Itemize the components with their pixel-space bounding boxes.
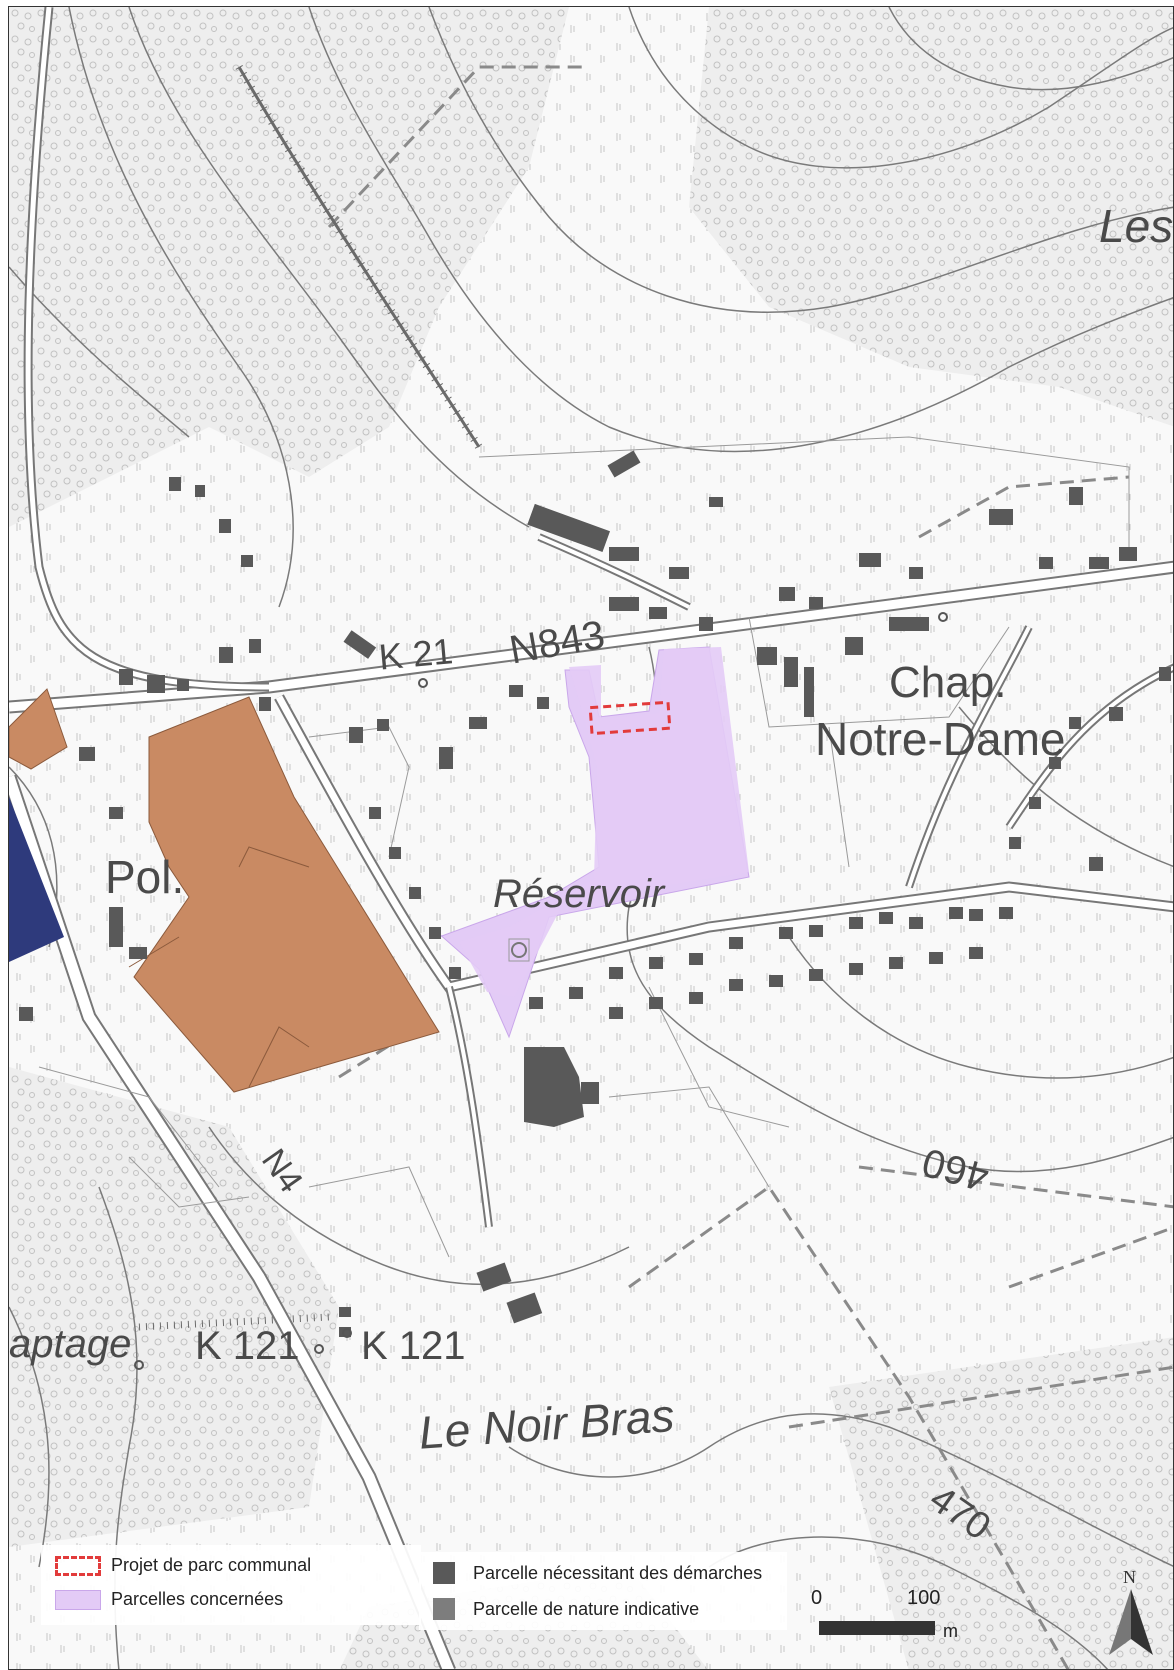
blue-parcel bbox=[9, 797, 64, 962]
label-k21: K 21 bbox=[377, 630, 454, 677]
legend-item-parcelle-demarches: Parcelle nécessitant des démarches bbox=[433, 1562, 762, 1584]
label-pol: Pol. bbox=[105, 851, 184, 903]
legend-label-parcelle-demarches: Parcelle nécessitant des démarches bbox=[473, 1562, 763, 1583]
legend-item-parcelle-indicative: Parcelle de nature indicative bbox=[433, 1598, 699, 1620]
scale-bar-graphic bbox=[819, 1621, 935, 1635]
survey-point-k121-left-icon bbox=[314, 1344, 324, 1354]
reservoir-symbol-icon bbox=[511, 942, 527, 958]
legend-swatch-violet bbox=[55, 1589, 101, 1610]
label-captage: aptage bbox=[9, 1322, 131, 1366]
legend-swatch-dashed-red bbox=[55, 1555, 101, 1576]
label-k121-left: K 121 bbox=[195, 1324, 300, 1368]
brown-parcel-subdivisions bbox=[128, 846, 310, 1088]
map-frame: Les N843 K 21 Chap. Notre-Dame Pol. Rése… bbox=[8, 6, 1174, 1670]
label-chap: Chap. bbox=[889, 658, 1006, 707]
railway bbox=[237, 66, 481, 448]
legend-label-parcelles-concernees: Parcelles concernées bbox=[111, 1589, 284, 1609]
legend-item-parcelles-concernees: Parcelles concernées bbox=[55, 1589, 283, 1610]
north-label: N bbox=[1123, 1567, 1136, 1587]
forest-area-southwest bbox=[9, 1067, 339, 1547]
scale-unit-label: m bbox=[943, 1621, 958, 1641]
legend-right: Parcelle nécessitant des démarches Parce… bbox=[419, 1552, 787, 1630]
roads bbox=[9, 7, 1173, 1669]
survey-point-k21-icon bbox=[418, 678, 428, 688]
buildings bbox=[19, 450, 1171, 1337]
legend-item-projet-parc: Projet de parc communal bbox=[55, 1555, 311, 1576]
forest-area-southeast bbox=[829, 1337, 1173, 1669]
projet-parc-communal-outline[interactable] bbox=[588, 700, 672, 736]
label-reservoir: Réservoir bbox=[493, 872, 666, 916]
legend-swatch-dark-grey bbox=[433, 1562, 455, 1584]
north-arrow: N bbox=[1107, 1567, 1167, 1657]
contour-lines bbox=[9, 7, 1173, 1669]
parcelles-concernees-fill bbox=[459, 647, 749, 997]
survey-point-k121-right-icon bbox=[342, 1328, 352, 1338]
brown-parcel-large bbox=[133, 696, 440, 1093]
label-k121-right: K 121 bbox=[361, 1324, 466, 1368]
captage-point-icon bbox=[134, 1360, 144, 1370]
legend-swatch-grey bbox=[433, 1598, 455, 1620]
legend-label-parcelle-indicative: Parcelle de nature indicative bbox=[473, 1598, 700, 1619]
forest-area-northwest bbox=[9, 7, 569, 527]
label-notre-dame: Notre-Dame bbox=[815, 713, 1066, 765]
scale-hundred-label: 100 bbox=[907, 1587, 941, 1609]
reservoir-outline bbox=[508, 938, 530, 962]
label-les: Les bbox=[1099, 200, 1173, 252]
forest-area-northeast bbox=[689, 7, 1173, 427]
legend-left: Projet de parc communal Parcelles concer… bbox=[41, 1545, 421, 1625]
chapel-point-icon bbox=[938, 612, 948, 622]
brown-parcel-small bbox=[9, 688, 68, 770]
topographic-map[interactable]: Les N843 K 21 Chap. Notre-Dame Pol. Rése… bbox=[9, 7, 1174, 1670]
scale-zero-label: 0 bbox=[811, 1587, 823, 1609]
legend-label-projet-parc: Projet de parc communal bbox=[111, 1555, 312, 1575]
north-arrow-icon bbox=[1109, 1589, 1153, 1655]
scale-bar: 0 100 m bbox=[799, 1587, 969, 1647]
